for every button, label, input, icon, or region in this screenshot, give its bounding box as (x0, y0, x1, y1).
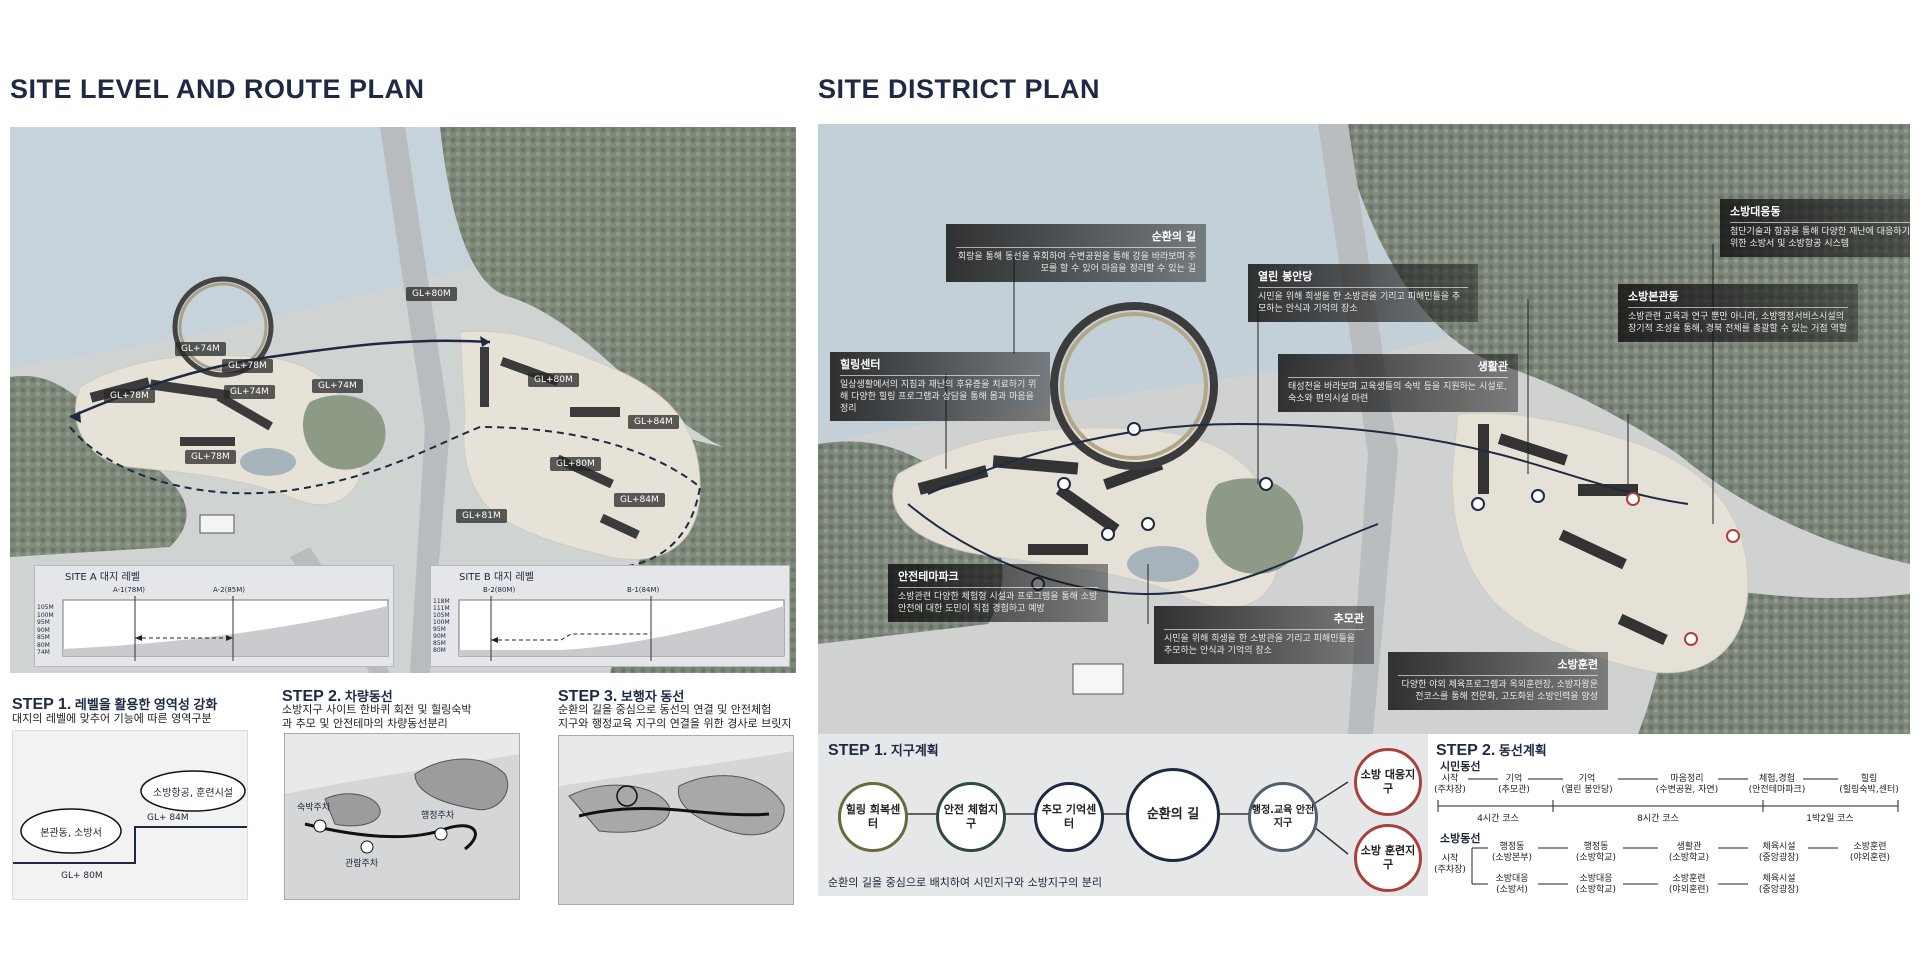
fire-route-step: 생활관 (소방학교) (1668, 842, 1710, 863)
fire-route-title: 소방동선 (1440, 832, 1481, 845)
civil-route-step: 체험,경험 (안전테마파크) (1748, 774, 1806, 795)
fire-route-step: 행정동 (소방학교) (1575, 842, 1617, 863)
left-step1-diagram: 본관동, 소방서 소방항공, 훈련시설 GL+ 84M GL+ 80M (12, 730, 248, 900)
level-label: GL+78M (185, 450, 236, 464)
callout-fire-hq: 소방본관동 소방관련 교육과 연구 뿐만 아니라, 소방행정서비스시설의 장기적… (1618, 284, 1858, 342)
level-label: GL+84M (628, 415, 679, 429)
site-b-title: SITE B 대지 레벨 (459, 572, 534, 583)
district-node-fire-response: 소방 대응지구 (1354, 748, 1422, 816)
course-label: 8시간 코스 (1637, 814, 1679, 824)
fire-route-step: 소방대응 (소방서) (1495, 874, 1529, 895)
site-b-marker: B-1(84M) (627, 586, 660, 594)
district-node-memorial: 추모 기억센터 (1034, 782, 1104, 852)
fire-route-start: 시작 (주차장) (1434, 854, 1466, 875)
district-node-circulation: 순환의 길 (1126, 768, 1220, 862)
level-label: GL+74M (224, 385, 275, 399)
district-node-healing: 힐링 회복센터 (838, 782, 908, 852)
left-step3-diagram (558, 735, 794, 905)
left-step2-diagram: 숙박주차 행정주차 관람주차 (284, 733, 520, 900)
level-label: GL+74M (312, 379, 363, 393)
left-step1-desc: 대지의 레벨에 맞추어 기능에 따른 영역구분 (12, 712, 212, 725)
callout-open-ossuary: 열린 봉안당 시민을 위해 희생을 한 소방관을 기리고 피해민들을 추모하는 … (1248, 264, 1478, 322)
lower-zone-label: 본관동, 소방서 (40, 828, 102, 839)
fire-route-step: 체육시설 (중앙광장) (1758, 842, 1800, 863)
callout-dormitory: 생활관 태성천을 바라보며 교육생들의 숙박 등을 지원하는 시설로, 숙소와 … (1278, 354, 1518, 412)
civil-route-step: 시작 (주차장) (1434, 774, 1466, 795)
right-step2-panel: STEP 2. 동선계획 시민동선 시작 (주차장) 기억 (추모관) 기억 (… (1428, 734, 1910, 896)
district-node-safety: 안전 체험지구 (936, 782, 1006, 852)
callout-circulation-path: 순환의 길 회랑을 통해 동선을 유회하여 수변공원을 통해 강을 바라보며 추… (946, 224, 1206, 282)
site-district-map: 순환의 길 회랑을 통해 동선을 유회하여 수변공원을 통해 강을 바라보며 추… (818, 124, 1910, 734)
right-step1-heading: STEP 1. 지구계획 (828, 742, 939, 759)
callout-healing-center: 힐링센터 일상생활에서의 지침과 재난의 후유증을 치료하기 위해 다양한 힐링… (830, 352, 1050, 422)
course-label: 4시간 코스 (1477, 814, 1519, 824)
callout-safety-park: 안전테마파크 소방관련 다양한 체험형 시설과 프로그램을 통해 소방안전에 대… (888, 564, 1108, 622)
fire-route-step: 소방훈련 (야외훈련) (1849, 842, 1891, 863)
district-node-admin: 행정.교육 안전지구 (1248, 782, 1318, 852)
fire-route-step: 체육시설 (중앙광장) (1758, 874, 1800, 895)
gl-upper-label: GL+ 84M (147, 813, 189, 823)
level-label: GL+74M (175, 342, 226, 356)
parking-label: 관람주차 (345, 859, 379, 869)
right-step1-desc: 순환의 길을 중심으로 배치하여 시민지구와 소방지구의 분리 (828, 876, 1102, 889)
parking-label: 숙박주차 (297, 803, 331, 813)
site-b-marker: B-2(80M) (483, 586, 516, 594)
callout-fire-response: 소방대응동 첨단기술과 항공을 통해 다양한 재난에 대응하기 위한 소방서 및… (1720, 199, 1910, 257)
parking-label: 행정주차 (421, 811, 455, 821)
site-a-title: SITE A 대지 레벨 (65, 572, 140, 583)
course-label: 1박2일 코스 (1806, 814, 1854, 824)
callout-fire-training: 소방훈련 다양한 야외 체육프로그램과 옥외훈련장, 소방자왕운전코스를 통해 … (1388, 652, 1608, 710)
civil-route-step: 기억 (추모관) (1498, 774, 1530, 795)
level-label: GL+81M (456, 509, 507, 523)
level-label: GL+78M (222, 359, 273, 373)
left-step2-heading: STEP 2. 차량동선 (282, 688, 393, 705)
upper-zone-label: 소방항공, 훈련시설 (153, 788, 233, 799)
left-step3-heading: STEP 3. 보행자 동선 (558, 688, 685, 705)
right-step1-panel: STEP 1. 지구계획 힐링 회복센터 안전 체험지구 추모 기억센터 순환의… (818, 734, 1428, 896)
callout-memorial-hall: 추모관 시민을 위해 희생을 한 소방관을 기리고 피해민들을 추모하는 안식과… (1154, 606, 1374, 664)
level-label: GL+80M (550, 457, 601, 471)
left-title: SITE LEVEL AND ROUTE PLAN (10, 74, 425, 104)
right-title: SITE DISTRICT PLAN (818, 74, 1101, 104)
fire-route-step: 행정동 (소방본부) (1491, 842, 1533, 863)
right-step2-heading: STEP 2. 동선계획 (1436, 742, 1547, 759)
site-level-map: GL+80M GL+74M GL+78M GL+78M GL+74M GL+74… (10, 127, 796, 673)
civil-route-step: 기억 (열린 봉안당) (1561, 774, 1613, 795)
left-step1-heading: STEP 1. 레벨을 활용한 영역성 강화 (12, 696, 218, 713)
level-label: GL+80M (528, 373, 579, 387)
level-label: GL+78M (104, 389, 155, 403)
fire-route-step: 소방훈련 (야외훈련) (1668, 874, 1710, 895)
civil-route-step: 힐링 (힐링숙박,센터) (1839, 774, 1899, 795)
level-label: GL+84M (614, 493, 665, 507)
district-node-fire-training: 소방 훈련지구 (1354, 824, 1422, 892)
level-label: GL+80M (406, 287, 457, 301)
civil-route-title: 시민동선 (1440, 760, 1481, 773)
civil-route-step: 마음정리 (수변공원, 자연) (1655, 774, 1719, 795)
site-a-marker: A-1(78M) (113, 586, 146, 594)
site-a-marker: A-2(85M) (213, 586, 246, 594)
fire-route-step: 소방대응 (소방학교) (1575, 874, 1617, 895)
gl-lower-label: GL+ 80M (61, 871, 103, 881)
